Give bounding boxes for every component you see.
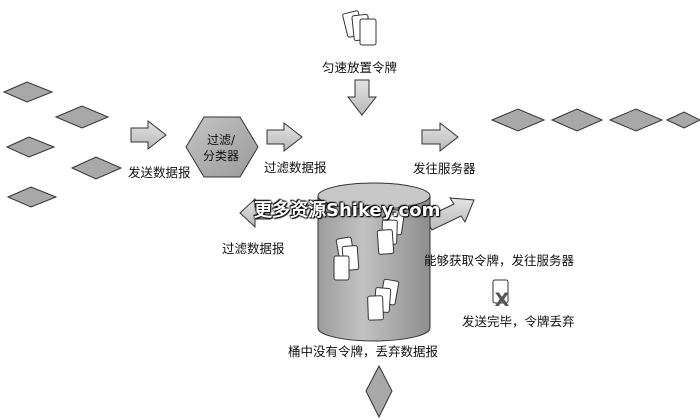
token-card-icon (333, 255, 350, 281)
send-done-discard-label: 发送完毕，令牌丢弃 (462, 314, 575, 329)
classifier-label-line2: 分类器 (202, 149, 239, 163)
filter-packets-label-left: 过滤数据报 (222, 241, 285, 256)
token-drop-arrow-icon (346, 79, 378, 116)
packet-diamond-icon (490, 108, 546, 132)
token-stack-icon (342, 10, 377, 46)
token-fill-label: 匀速放置令牌 (322, 60, 398, 75)
watermark-text: 更多资源Shikey.com (254, 200, 441, 221)
packet-diamond-icon (2, 81, 54, 103)
packet-diamond-icon (608, 108, 664, 132)
filtered-out-arrow-icon (239, 197, 271, 229)
packet-diamond-icon (6, 186, 58, 208)
send-to-server-label: 发往服务器 (413, 161, 476, 176)
packet-diamond-icon (665, 111, 700, 129)
packet-diamond-icon (70, 156, 123, 180)
packet-diamond-icon (5, 136, 56, 158)
discarded-token-icon: X (492, 279, 510, 311)
packet-diamond-icon (54, 105, 110, 129)
packet-diamond-icon (550, 108, 604, 132)
dropped-packet-diamond-icon (365, 364, 393, 419)
get-token-send-label: 能够获取令牌，发往服务器 (424, 253, 575, 268)
bucket-tokens (333, 208, 405, 321)
incoming-packets (2, 81, 123, 208)
server-arrow-icon (421, 121, 459, 153)
token-card-icon (376, 229, 395, 255)
outgoing-packets (490, 108, 700, 132)
classifier-label: 过滤/ 分类器 (186, 132, 256, 164)
classifier-hexagon (185, 116, 259, 178)
classifier-label-line1: 过滤/ (206, 133, 236, 147)
no-token-discard-label: 桶中没有令牌，丢弃数据报 (288, 344, 439, 359)
send-packets-label: 发送数据报 (128, 165, 191, 180)
filter-packets-label-top: 过滤数据报 (264, 160, 327, 175)
token-card-icon (367, 295, 384, 321)
bucket-out-arrow-icon (424, 197, 475, 231)
discard-x-icon: X (495, 289, 510, 311)
send-arrow-icon (130, 119, 167, 151)
filter-arrow-icon (266, 121, 303, 153)
flow-arrows (130, 79, 475, 231)
